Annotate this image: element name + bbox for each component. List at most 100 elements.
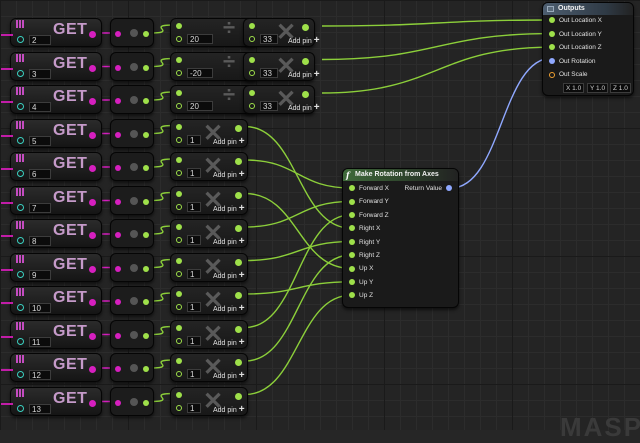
multiplier-field[interactable]: 1 [187, 335, 201, 346]
multiply-node[interactable]: 1✕Add pin+ [170, 219, 248, 248]
output-pin[interactable]: Out Location Y [549, 31, 602, 39]
float-output-pin[interactable] [235, 325, 242, 333]
conversion-node[interactable] [110, 319, 154, 349]
scale-z-field[interactable]: Z 1.0 [610, 83, 631, 93]
float-input-pin-a[interactable] [176, 358, 182, 364]
float-input-pin-b[interactable] [176, 103, 182, 109]
float-output-pin[interactable] [302, 24, 309, 31]
array-index-field[interactable]: 11 [29, 336, 51, 347]
array-index-field[interactable]: 10 [29, 303, 51, 313]
add-pin-button[interactable]: Add pin+ [213, 270, 245, 281]
scale-y-field[interactable]: Y 1.0 [587, 83, 609, 93]
add-pin-button[interactable]: Add pin+ [213, 337, 245, 348]
float-input-pin-a[interactable] [176, 291, 182, 297]
struct-input-pin[interactable] [115, 232, 121, 238]
multiplier-field[interactable]: 1 [187, 268, 201, 279]
add-pin-button[interactable]: Add pin+ [288, 102, 320, 113]
float-input-pin-a[interactable] [176, 56, 182, 63]
float-output-pin[interactable] [143, 165, 149, 171]
struct-input-pin[interactable] [115, 299, 121, 305]
struct-output-pin[interactable] [89, 332, 96, 340]
float-input-pin-b[interactable] [176, 270, 182, 277]
array-index-field[interactable]: 8 [29, 236, 51, 246]
divisor-field[interactable]: -20 [187, 67, 213, 78]
conversion-node[interactable] [110, 118, 154, 148]
add-pin-button[interactable]: Add pin+ [213, 370, 245, 381]
conversion-node[interactable] [110, 286, 154, 315]
struct-input-pin[interactable] [115, 165, 121, 171]
float-input-pin-b[interactable] [249, 36, 255, 42]
struct-output-pin[interactable] [89, 366, 96, 373]
multiply-node[interactable]: 1✕Add pin+ [170, 252, 248, 282]
float-input-pin-a[interactable] [176, 324, 182, 331]
float-input-pin-a[interactable] [176, 123, 182, 130]
array-index-field[interactable]: 7 [29, 202, 51, 213]
rotation-input-pin[interactable]: Right Y [349, 239, 380, 247]
float-output-pin[interactable] [235, 124, 242, 132]
float-output-pin[interactable] [143, 366, 149, 372]
add-pin-button[interactable]: Add pin+ [213, 203, 245, 214]
struct-input-pin[interactable] [115, 399, 121, 406]
float-input-pin-a[interactable] [249, 56, 255, 63]
float-output-pin[interactable] [235, 191, 242, 199]
multiply-node[interactable]: 1✕Add pin+ [170, 118, 248, 148]
float-output-pin[interactable] [235, 158, 242, 165]
multiply-node[interactable]: 1✕Add pin+ [170, 185, 248, 215]
float-input-pin-a[interactable] [249, 23, 255, 29]
multiply-node[interactable]: 33✕Add pin+ [243, 51, 320, 81]
float-output-pin[interactable] [143, 332, 149, 339]
float-input-pin-b[interactable] [176, 237, 182, 243]
multiply-node[interactable]: 1✕Add pin+ [170, 152, 248, 181]
add-pin-button[interactable]: Add pin+ [288, 35, 320, 46]
struct-output-pin[interactable] [89, 232, 96, 239]
float-input-pin-b[interactable] [176, 170, 182, 176]
struct-output-pin[interactable] [89, 399, 96, 407]
conversion-node[interactable] [110, 85, 154, 114]
float-output-pin[interactable] [302, 57, 309, 65]
rotation-input-pin[interactable]: Right Z [349, 252, 380, 260]
struct-input-pin[interactable] [115, 332, 121, 339]
multiply-node[interactable]: 33✕Add pin+ [243, 18, 320, 47]
float-output-pin[interactable] [143, 31, 149, 37]
output-pin[interactable]: Out Location X [549, 17, 602, 25]
conversion-node[interactable] [110, 185, 154, 215]
float-input-pin-b[interactable] [176, 371, 182, 377]
add-pin-button[interactable]: Add pin+ [288, 69, 320, 80]
float-output-pin[interactable] [143, 198, 149, 205]
divisor-field[interactable]: 20 [187, 34, 213, 44]
rotation-input-pin[interactable]: Forward X [349, 185, 389, 193]
struct-output-pin[interactable] [89, 64, 96, 72]
multiply-node[interactable]: 1✕Add pin+ [170, 353, 248, 382]
float-input-pin-a[interactable] [176, 190, 182, 197]
float-output-pin[interactable] [235, 258, 242, 266]
rotation-input-pin[interactable]: Up Z [349, 292, 373, 300]
conversion-node[interactable] [110, 152, 154, 181]
float-output-pin[interactable] [143, 399, 149, 406]
conversion-node[interactable] [110, 219, 154, 248]
float-input-pin-b[interactable] [176, 404, 182, 411]
scale-x-field[interactable]: X 1.0 [563, 83, 585, 93]
float-input-pin-b[interactable] [176, 136, 182, 143]
struct-output-pin[interactable] [89, 265, 96, 273]
multiply-node[interactable]: 33✕Add pin+ [243, 85, 320, 114]
array-index-field[interactable]: 3 [29, 68, 51, 79]
struct-output-pin[interactable] [89, 198, 96, 206]
float-input-pin-b[interactable] [176, 337, 182, 344]
float-input-pin-a[interactable] [176, 90, 182, 96]
struct-output-pin[interactable] [89, 165, 96, 172]
struct-output-pin[interactable] [89, 98, 96, 105]
rotation-input-pin[interactable]: Forward Z [349, 212, 389, 220]
multiplier-field[interactable]: 1 [187, 402, 201, 413]
multiplier-field[interactable]: 33 [260, 101, 278, 111]
conversion-node[interactable] [110, 252, 154, 282]
divisor-field[interactable]: 20 [187, 101, 213, 111]
float-input-pin-b[interactable] [176, 69, 182, 76]
array-index-field[interactable]: 6 [29, 169, 51, 179]
float-output-pin[interactable] [235, 392, 242, 400]
float-input-pin-a[interactable] [176, 257, 182, 264]
output-pin[interactable]: Out Rotation [549, 58, 596, 66]
